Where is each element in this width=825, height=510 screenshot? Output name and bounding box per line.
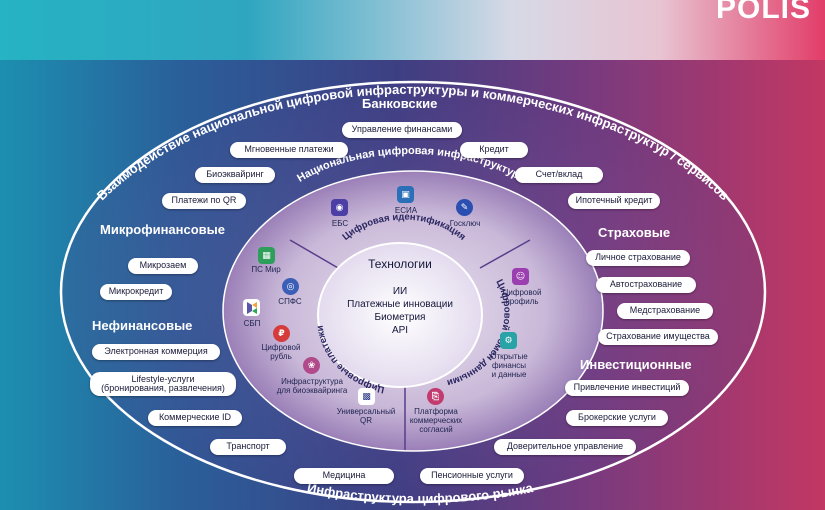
inner-ring <box>317 242 483 388</box>
infra-label: ЕСИА <box>394 206 418 215</box>
tech-line: Платежные инновации <box>347 299 453 310</box>
service-pill[interactable]: Автострахование <box>596 277 696 293</box>
top-band <box>0 0 825 60</box>
tech-line: Биометрия <box>374 312 426 323</box>
profile-icon[interactable]: ☺ <box>512 268 529 285</box>
service-pill[interactable]: Платежи по QR <box>162 193 246 209</box>
category-microfinance: Микрофинансовые <box>100 222 226 237</box>
infra-label: СПФС <box>278 297 302 306</box>
service-pill[interactable]: Управление финансами <box>342 122 462 138</box>
brand-logo: POLIS <box>715 0 811 25</box>
ruble-icon[interactable]: ₽ <box>273 325 290 342</box>
infra-label: Инфраструктура для биоэквайринга <box>276 377 348 395</box>
service-pill[interactable]: Страхование имущества <box>598 329 718 345</box>
biometry-icon[interactable]: ◉ <box>331 199 348 216</box>
sbp-icon[interactable] <box>243 299 260 316</box>
infra-label: Открытые финансы и данные <box>490 352 528 379</box>
service-pill[interactable]: Личное страхование <box>586 250 690 266</box>
service-pill[interactable]: Транспорт <box>210 439 286 455</box>
infra-label: Универсальный QR <box>336 407 396 425</box>
service-pill[interactable]: Ипотечный кредит <box>568 193 660 209</box>
service-pill[interactable]: Мгновенные платежи <box>230 142 348 158</box>
service-pill[interactable]: Lifestyle-услуги (бронирования, развлече… <box>90 372 236 396</box>
infra-label: Цифровой профиль <box>502 288 542 306</box>
category-insurance: Страховые <box>598 225 671 240</box>
service-pill[interactable]: Кредит <box>460 142 528 158</box>
category-banking: Банковские <box>362 96 438 111</box>
service-pill[interactable]: Привлечение инвестиций <box>565 380 689 396</box>
open-data-icon[interactable]: ⚙ <box>500 332 517 349</box>
service-pill[interactable]: Электронная коммерция <box>92 344 220 360</box>
category-investment: Инвестиционные <box>580 357 692 372</box>
service-pill[interactable]: Биоэквайринг <box>195 167 275 183</box>
service-pill[interactable]: Медстрахование <box>617 303 713 319</box>
tech-title: Технологии <box>368 257 432 271</box>
service-pill[interactable]: Микрокредит <box>100 284 172 300</box>
service-pill[interactable]: Пенсионные услуги <box>420 468 524 484</box>
qr-icon[interactable]: ▩ <box>358 388 375 405</box>
consent-icon[interactable]: ⎘ <box>427 388 444 405</box>
tech-line: ИИ <box>392 286 408 297</box>
infra-label: ЕБС <box>331 219 349 228</box>
service-pill[interactable]: Медицина <box>294 468 394 484</box>
infra-label: СБП <box>243 319 261 328</box>
key-icon[interactable]: ✎ <box>456 199 473 216</box>
divider-line <box>289 239 346 273</box>
category-nonfinancial: Нефинансовые <box>92 318 193 333</box>
service-pill[interactable]: Брокерские услуги <box>566 410 668 426</box>
esia-icon[interactable]: ▣ <box>397 186 414 203</box>
service-pill[interactable]: Счет/вклад <box>515 167 603 183</box>
divider-line <box>479 239 531 269</box>
service-pill[interactable]: Коммерческие ID <box>148 410 242 426</box>
bio-acquiring-icon[interactable]: ❀ <box>303 357 320 374</box>
spfs-icon[interactable]: ◎ <box>282 278 299 295</box>
infra-label: Платформа коммерческих согласий <box>409 407 463 434</box>
infra-label: ПС Мир <box>251 265 281 274</box>
service-pill[interactable]: Доверительное управление <box>494 439 636 455</box>
infra-label: Цифровой рубль <box>261 343 301 361</box>
mir-icon[interactable]: ▦ <box>258 247 275 264</box>
infra-label: Госключ <box>449 219 481 228</box>
tech-line: API <box>391 325 409 336</box>
service-pill[interactable]: Микрозаем <box>128 258 198 274</box>
